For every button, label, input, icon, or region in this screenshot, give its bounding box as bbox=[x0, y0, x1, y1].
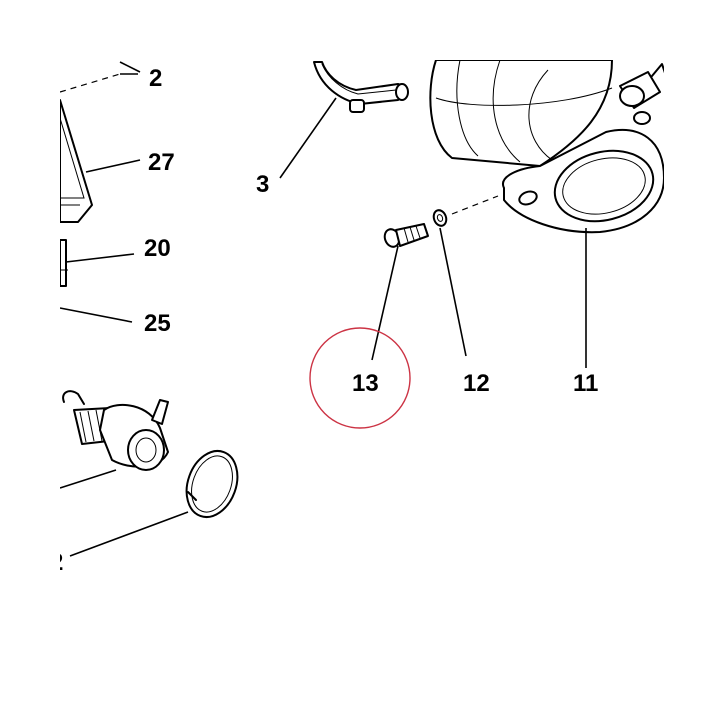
callout-25: 25 bbox=[144, 310, 171, 337]
callout-3: 3 bbox=[256, 171, 269, 198]
callout-27: 27 bbox=[148, 149, 175, 176]
leader-lines-left bbox=[59, 61, 141, 323]
part-3-clamp bbox=[279, 61, 409, 179]
part-20-stub bbox=[59, 239, 68, 287]
callout-20: 20 bbox=[144, 235, 171, 262]
part-27-plate bbox=[59, 99, 93, 223]
part-12-washer bbox=[432, 209, 467, 357]
part-13-screw bbox=[371, 223, 429, 361]
valve-fitting bbox=[59, 390, 239, 557]
callout-12: 12 bbox=[463, 370, 490, 397]
callout-13: 13 bbox=[352, 370, 379, 397]
part-11-housing bbox=[429, 59, 667, 368]
callout-11: 11 bbox=[573, 370, 598, 397]
crop-mask-left bbox=[0, 0, 60, 720]
highlight-circle-13 bbox=[309, 327, 411, 429]
crop-mask-right bbox=[664, 0, 720, 720]
assembly-axis-line bbox=[451, 195, 499, 215]
crop-mask-top bbox=[60, 0, 720, 60]
callout-2: 2 bbox=[149, 65, 162, 92]
